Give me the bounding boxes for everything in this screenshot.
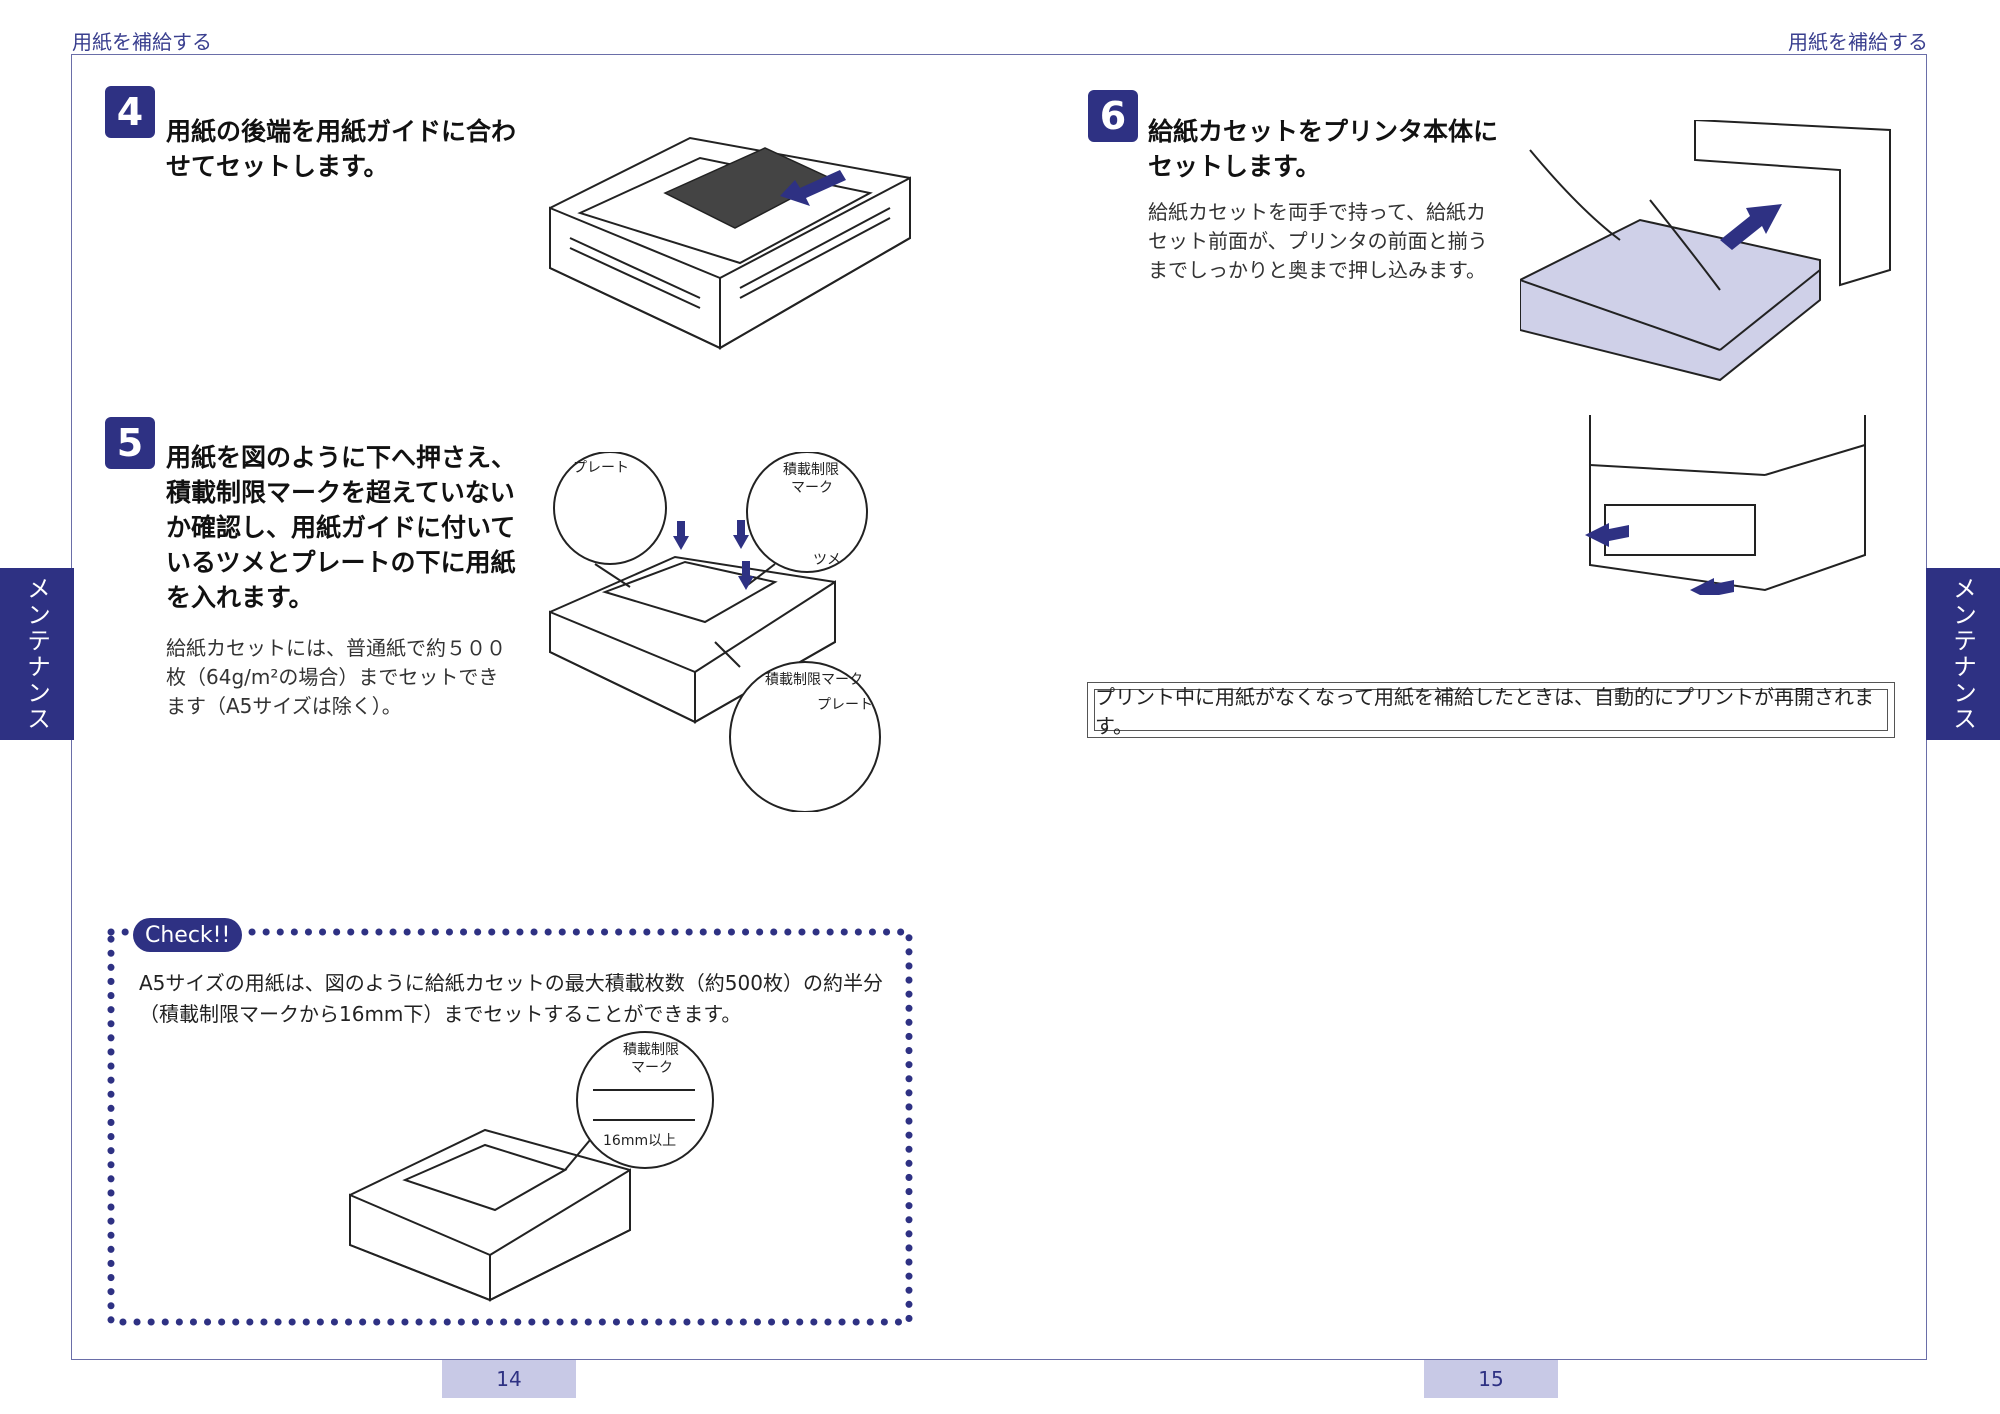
left-running-header: 用紙を補給する [72,30,212,54]
step-4-push-arrow [780,170,846,206]
left-page-number: 14 [442,1360,576,1398]
step-5-cassette-illustration: プレート 積載制限 マーク ツメ 積載制限マーク プレート [549,452,881,812]
step-4-title: 用紙の後端を用紙ガイドに合わせてセットします。 [166,117,517,181]
check-badge: Check!! [133,918,243,952]
step-5-tsume-label: ツメ [813,552,841,568]
step-5-title: 用紙を図のように下へ押さえ、積載制限マークを超えていないか確認し、用紙ガイドに付… [166,443,517,612]
check-cassette-illustration: 積載制限 マーク 16mm以上 [349,1031,714,1302]
step-6-title: 給紙カセットをプリンタ本体にセットします。 [1148,117,1499,181]
check-distance-label: 16mm以上 [603,1133,676,1149]
left-side-tab: メンテナンス [0,568,74,740]
step-5-plate-label-bottom: プレート [817,697,873,713]
note-text: プリント中に用紙がなくなって用紙を補給したときは、自動的にプリントが再開されます… [1094,685,1888,738]
step-5-plate-label-top: プレート [573,460,629,476]
step-5-limit-label-bottom: 積載制限マーク [765,672,863,688]
step-5-number: 5 [105,417,155,469]
right-side-tab: メンテナンス [1926,568,2000,740]
step-6-number: 6 [1088,90,1138,142]
step-4-number: 4 [105,86,155,138]
right-page-number: 15 [1424,1360,1558,1398]
step-6-insert-illustration-1 [1520,120,1891,382]
check-text: A5サイズの用紙は、図のように給紙カセットの最大積載枚数（約500枚）の約半分（… [139,971,883,1026]
step-5-body: 給紙カセットには、普通紙で約５００枚（64g/m²の場合）までセットできます（A… [166,636,506,718]
step-5-limit-label-1: 積載制限 [783,462,839,478]
note-box: プリント中に用紙がなくなって用紙を補給したときは、自動的にプリントが再開されます… [1087,682,1895,738]
check-limit-label-1: 積載制限 [623,1042,679,1058]
step-5-bottom-callout-circle [729,661,881,812]
step-4-cassette-illustration [549,136,911,350]
step-5-limit-callout-circle [746,452,868,573]
step-5-plate-callout-circle [553,452,667,565]
check-callout-circle [576,1031,714,1169]
step-5-limit-label-2: マーク [791,480,833,496]
check-limit-label-2: マーク [631,1060,673,1076]
right-running-header: 用紙を補給する [1788,30,1928,54]
step-6-body: 給紙カセットを両手で持って、給紙カセット前面が、プリンタの前面と揃うまでしっかり… [1148,200,1488,282]
step-6-insert-illustration-2 [1585,415,1866,595]
